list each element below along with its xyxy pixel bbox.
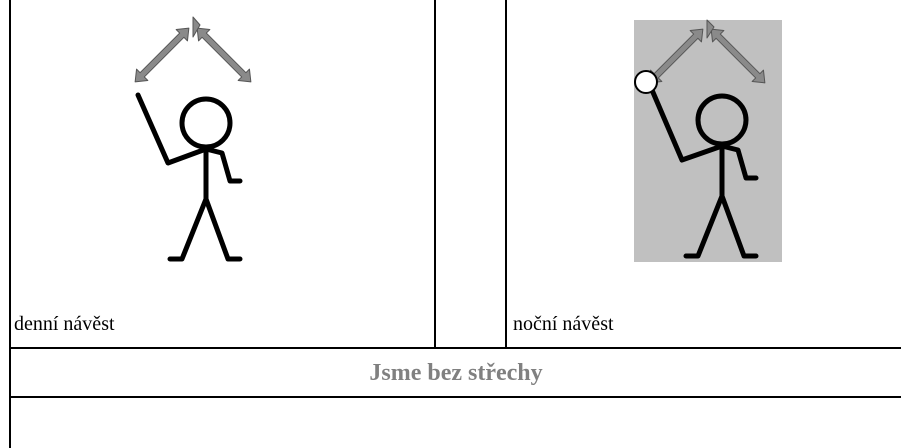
table-border-col-divider-2 (505, 0, 507, 348)
day-signal-pictogram (134, 16, 252, 262)
night-signal-caption: noční návěst (513, 313, 614, 335)
table-border-left (9, 0, 11, 448)
double-arrow-icon (134, 16, 252, 83)
double-arrow-icon (648, 19, 766, 84)
lantern-icon (634, 70, 658, 94)
stick-figure-icon (135, 92, 243, 262)
table-border-col-divider-1 (434, 0, 436, 348)
signal-title: Jsme bez střechy (369, 359, 543, 386)
table-border-row-1 (9, 347, 901, 349)
night-signal-pictogram (634, 19, 782, 262)
stick-figure-icon (649, 87, 759, 259)
table-border-row-2 (9, 396, 901, 398)
day-signal-caption: denní návěst (14, 313, 115, 335)
